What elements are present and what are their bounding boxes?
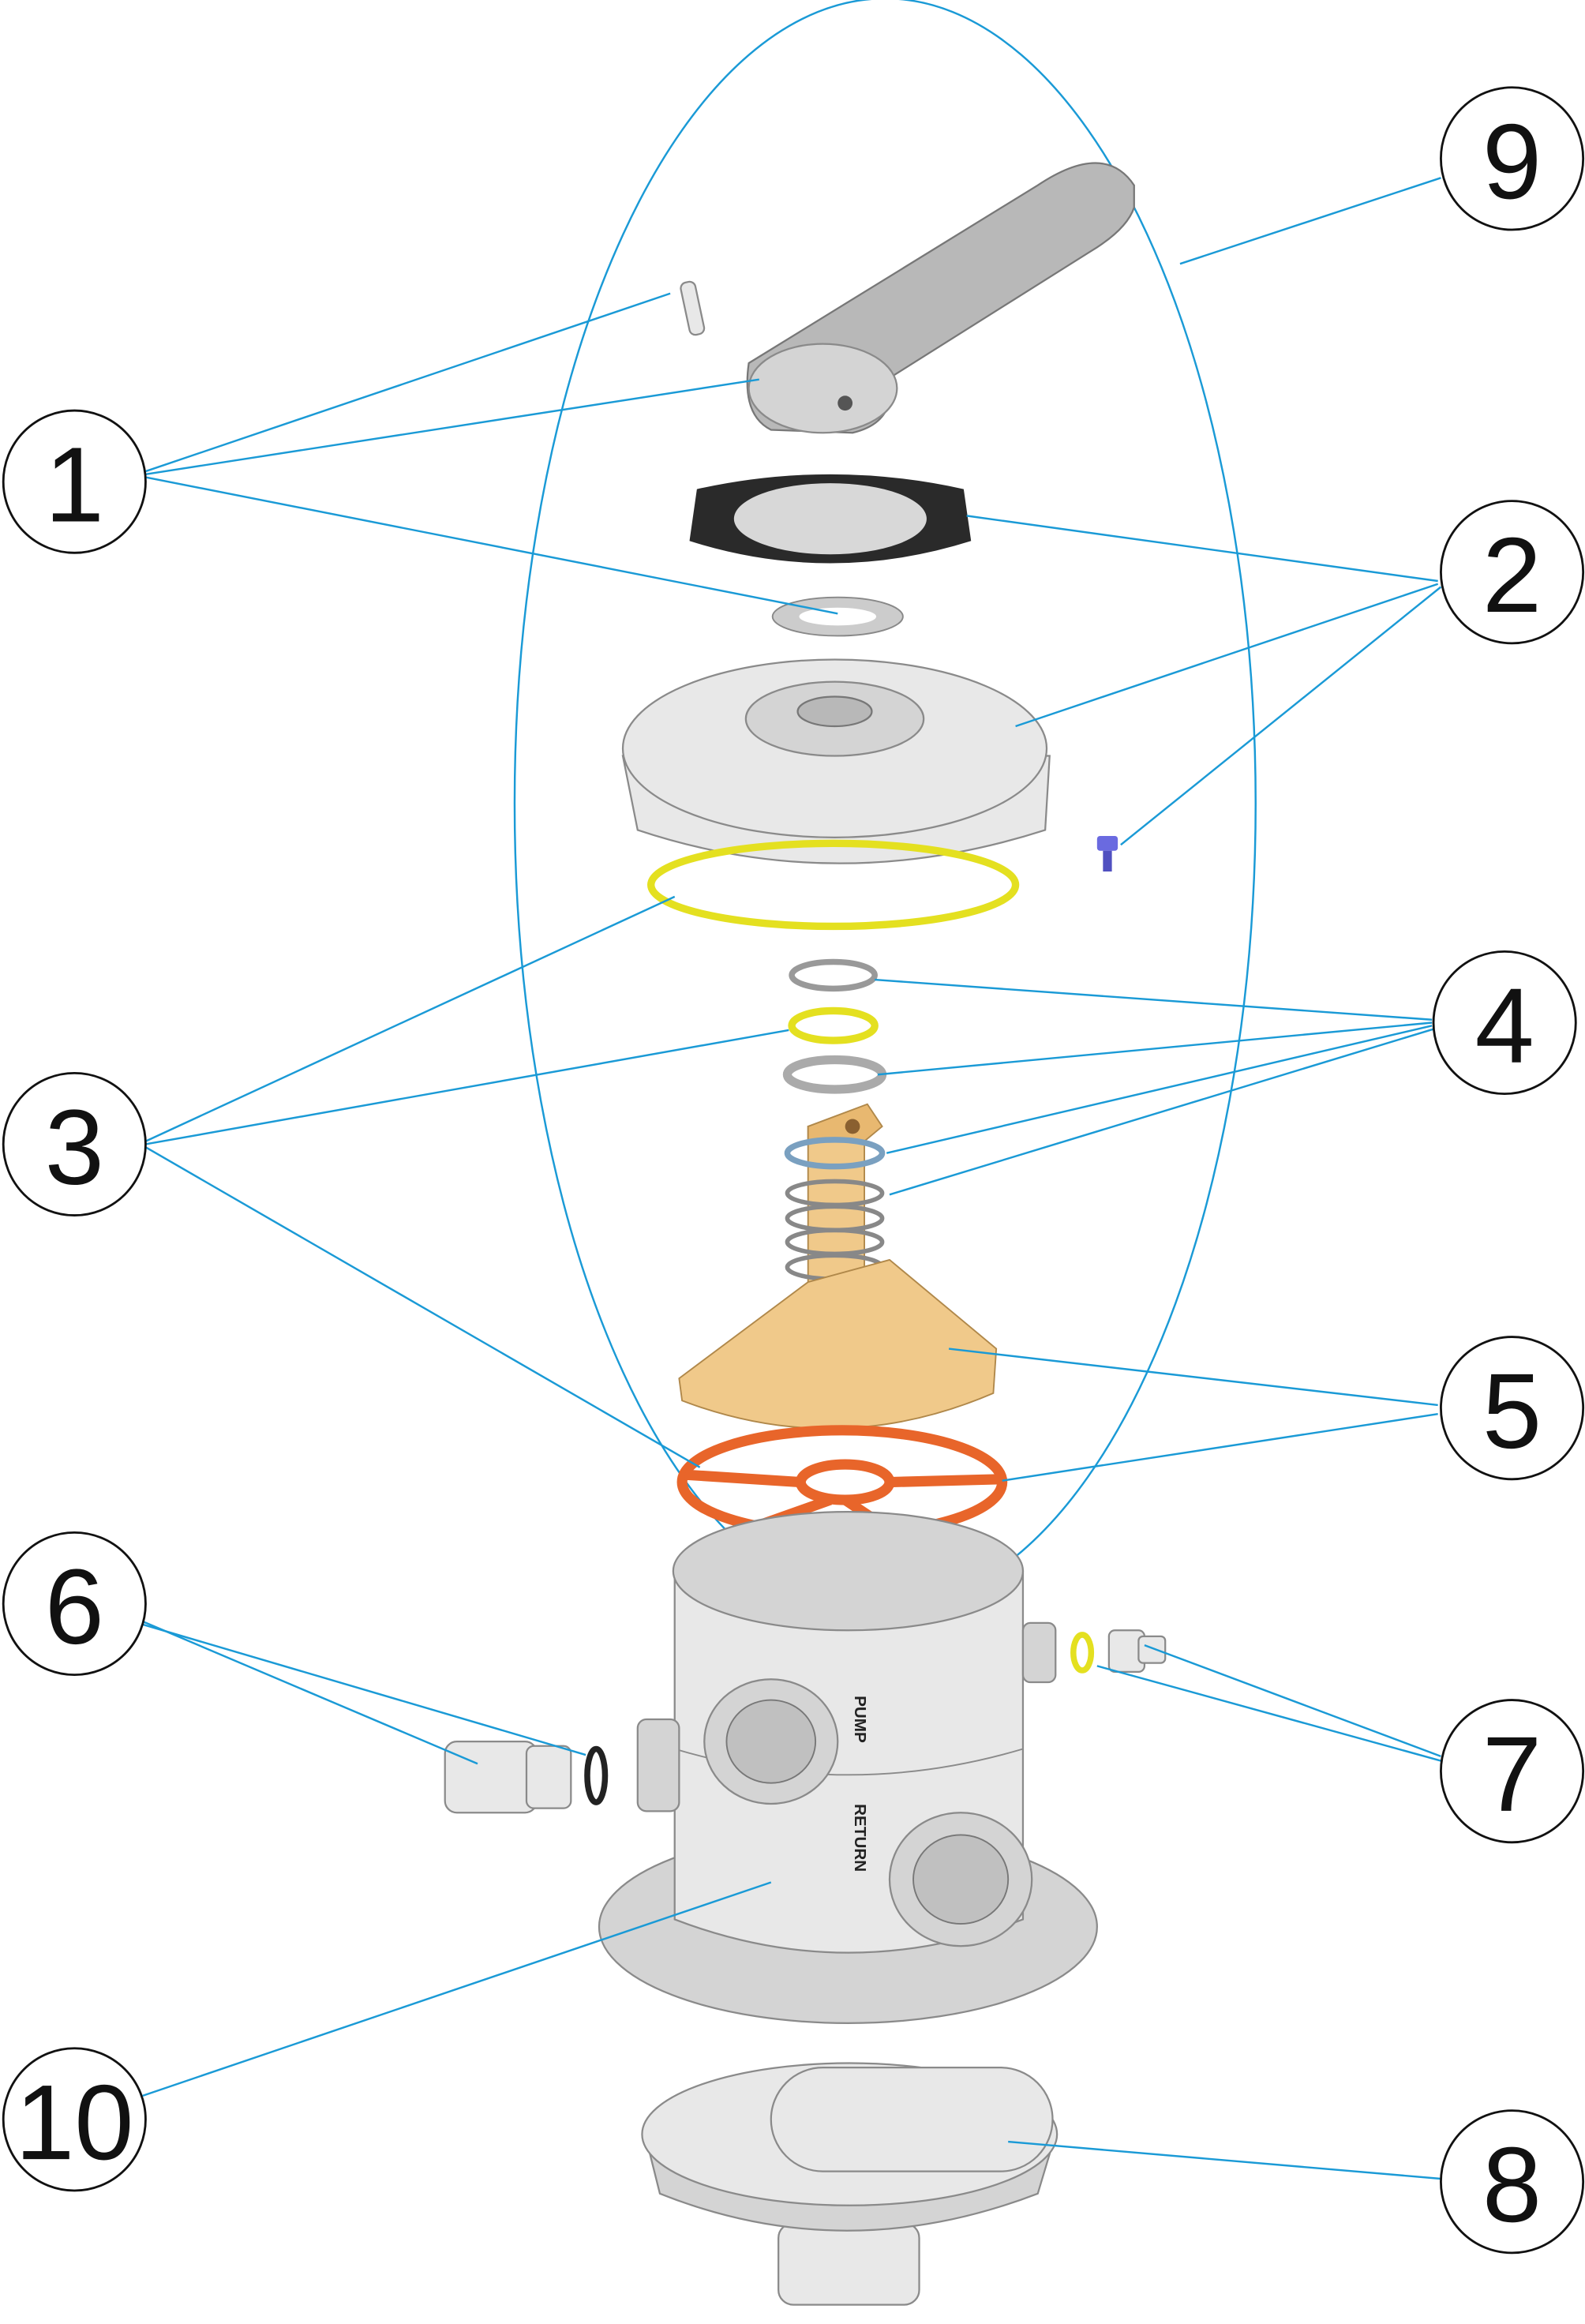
svg-text:9: 9 — [1482, 102, 1542, 221]
ring-part — [782, 1055, 887, 1094]
svg-text:1: 1 — [45, 425, 104, 544]
callout-2: 2 — [1440, 500, 1585, 645]
rotor-part — [678, 1103, 998, 1430]
callout-8: 8 — [1440, 2109, 1585, 2255]
cover-oring-part — [647, 839, 1020, 931]
svg-text:7: 7 — [1482, 1715, 1542, 1834]
callout-3: 3 — [2, 1071, 147, 1217]
valve-cover-part — [621, 658, 1051, 864]
svg-text:10: 10 — [15, 2063, 133, 2182]
valve-body-part — [598, 1510, 1098, 2024]
cover-plate-part — [689, 474, 972, 564]
screw-part — [1096, 835, 1118, 872]
svg-text:6: 6 — [45, 1547, 104, 1666]
adapter-6-part — [444, 1740, 609, 1814]
svg-text:5: 5 — [1482, 1351, 1542, 1471]
callout-4: 4 — [1432, 950, 1577, 1096]
svg-text:2: 2 — [1482, 515, 1542, 635]
handle-part — [746, 162, 1135, 434]
adapter-7-part — [1070, 1629, 1167, 1674]
diffuser-part — [641, 2062, 1059, 2306]
ring-part — [789, 958, 878, 992]
pin-part — [680, 280, 706, 336]
callout-5: 5 — [1440, 1336, 1585, 1481]
svg-text:3: 3 — [45, 1088, 104, 1207]
callout-6: 6 — [2, 1531, 147, 1677]
callout-7: 7 — [1440, 1699, 1585, 1844]
pump-port-label: PUMP — [851, 1696, 869, 1743]
callout-10: 10 — [2, 2047, 147, 2192]
callout-9: 9 — [1440, 86, 1585, 231]
leader-lines — [142, 177, 1442, 2180]
return-port-label: RETURN — [851, 1804, 869, 1872]
callout-1: 1 — [2, 409, 147, 554]
svg-text:4: 4 — [1475, 966, 1534, 1085]
small-oring-part — [788, 1006, 879, 1044]
svg-text:8: 8 — [1482, 2125, 1542, 2244]
